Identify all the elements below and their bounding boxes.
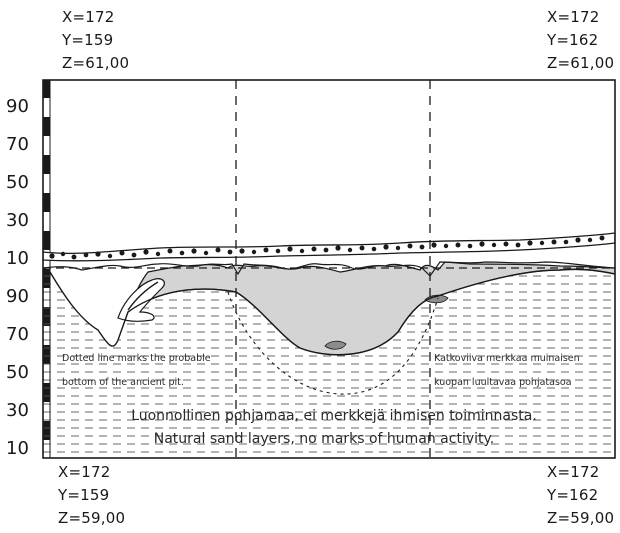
- topsoil-lower-line: [43, 261, 615, 277]
- scale-tick-label: 30: [6, 400, 29, 421]
- scale-tick-label: 50: [6, 172, 29, 193]
- z-coordinate: Z=61,00: [62, 54, 130, 72]
- y-coordinate: Y=162: [547, 486, 599, 504]
- z-coordinate: Z=61,00: [547, 54, 615, 72]
- y-coordinate: Y=159: [62, 31, 114, 49]
- coordinate-label-top-left: X=172 Y=159 Z=61,00: [62, 6, 129, 75]
- coordinate-label-bottom-right: X=172 Y=162 Z=59,00: [547, 461, 614, 530]
- coordinate-label-bottom-left: X=172 Y=159 Z=59,00: [58, 461, 125, 530]
- scale-tick-label: 70: [6, 134, 29, 155]
- z-coordinate: Z=59,00: [58, 509, 126, 527]
- scale-tick-label: 50: [6, 362, 29, 383]
- pit-boundary-line: [43, 267, 615, 356]
- scale-tick-label: 30: [6, 210, 29, 231]
- x-coordinate: X=172: [58, 463, 111, 481]
- dark-patch: [424, 294, 449, 304]
- annotation-left-line2: bottom of the ancient pit.: [62, 377, 184, 388]
- scale-tick-label: 90: [6, 96, 29, 117]
- y-coordinate: Y=162: [547, 31, 599, 49]
- scale-tick-label: 10: [6, 248, 29, 269]
- scale-tick-label: 10: [6, 438, 29, 459]
- probable-pit-bottom-line: [227, 291, 439, 395]
- x-coordinate: X=172: [547, 463, 600, 481]
- x-coordinate: X=172: [62, 8, 115, 26]
- x-coordinate: X=172: [547, 8, 600, 26]
- natural-sand-layer: [43, 268, 615, 458]
- section-frame: [42, 79, 616, 459]
- natural-layer-label-fi: Luonnollinen pohjamaa, ei merkkejä ihmis…: [131, 408, 537, 424]
- scale-tick-label: 90: [6, 286, 29, 307]
- gravel-pebbles: [49, 235, 605, 260]
- scale-tick-label: 70: [6, 324, 29, 345]
- y-coordinate: Y=159: [58, 486, 110, 504]
- annotation-right-line2: kuopan luultavaa pohjatasoa: [434, 377, 572, 388]
- annotation-left-line1: Dotted line marks the probable: [62, 353, 211, 364]
- dark-patch: [324, 340, 347, 350]
- z-coordinate: Z=59,00: [547, 509, 615, 527]
- annotation-right-line1: Katkoviiva merkkaa muinaisen: [434, 353, 580, 364]
- natural-layer-label-en: Natural sand layers, no marks of human a…: [154, 431, 495, 447]
- gravel-topsoil-band: [43, 232, 615, 262]
- coordinate-label-top-right: X=172 Y=162 Z=61,00: [547, 6, 614, 75]
